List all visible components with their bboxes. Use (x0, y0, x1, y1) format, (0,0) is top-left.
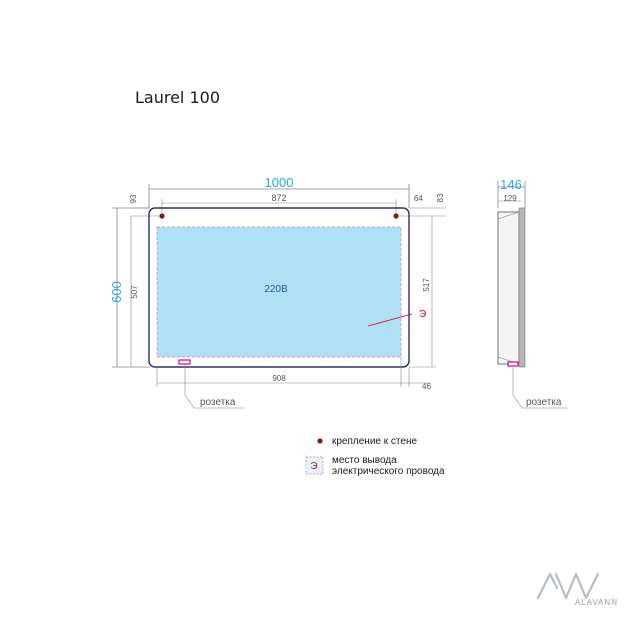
legend-outlet-line2: электрического провода (332, 466, 445, 477)
dim-507-label: 507 (130, 285, 139, 299)
legend-mount-label: крепление к стене (332, 436, 418, 447)
wire-line (367, 313, 413, 327)
mount-dot-left (159, 213, 165, 219)
front-view: 1000 872 93 64 83 600 507 517 (109, 175, 446, 409)
mirror-outline (148, 207, 410, 368)
brand-name: ALAVANN (574, 598, 618, 607)
socket-marker (178, 359, 191, 365)
dim-93-label: 93 (129, 194, 138, 203)
dim-146-label: 146 (500, 177, 522, 192)
dim-1000-label: 1000 (265, 175, 294, 190)
dim-872-label: 872 (271, 193, 286, 203)
brand-logo-icon (536, 572, 600, 600)
dim-64-label: 64 (414, 194, 423, 203)
outlet-marker-label: Э (419, 309, 426, 320)
side-view: 146 129 розетка (497, 177, 568, 409)
legend: Э (305, 438, 324, 475)
legend-outlet-line1: место вывода (332, 455, 397, 466)
side-profile-body (497, 211, 520, 365)
legend-outlet-box (305, 456, 324, 475)
dim-129-label: 129 (503, 194, 517, 203)
dim-46-label: 46 (422, 382, 431, 391)
socket-leader-front (184, 364, 244, 409)
brand: ALAVANN (575, 598, 618, 607)
brand-logo (536, 572, 600, 600)
mount-dot-right (393, 213, 399, 219)
dim-83-label: 83 (436, 193, 445, 202)
socket-leader-side (512, 366, 568, 409)
page-title: Laurel 100 (135, 88, 220, 107)
mirror-light-panel (156, 226, 402, 358)
dim-517-label: 517 (422, 278, 431, 292)
voltage-label: 220В (264, 284, 288, 295)
dim-600-label: 600 (109, 281, 124, 303)
side-profile-glass (518, 207, 526, 368)
side-socket-marker (507, 361, 519, 367)
dim-908-label: 908 (272, 374, 286, 383)
socket-label-front: розетка (200, 397, 236, 408)
legend-mount-dot (317, 438, 323, 444)
socket-label-side: розетка (526, 397, 562, 408)
legend-outlet-marker: Э (310, 461, 317, 472)
